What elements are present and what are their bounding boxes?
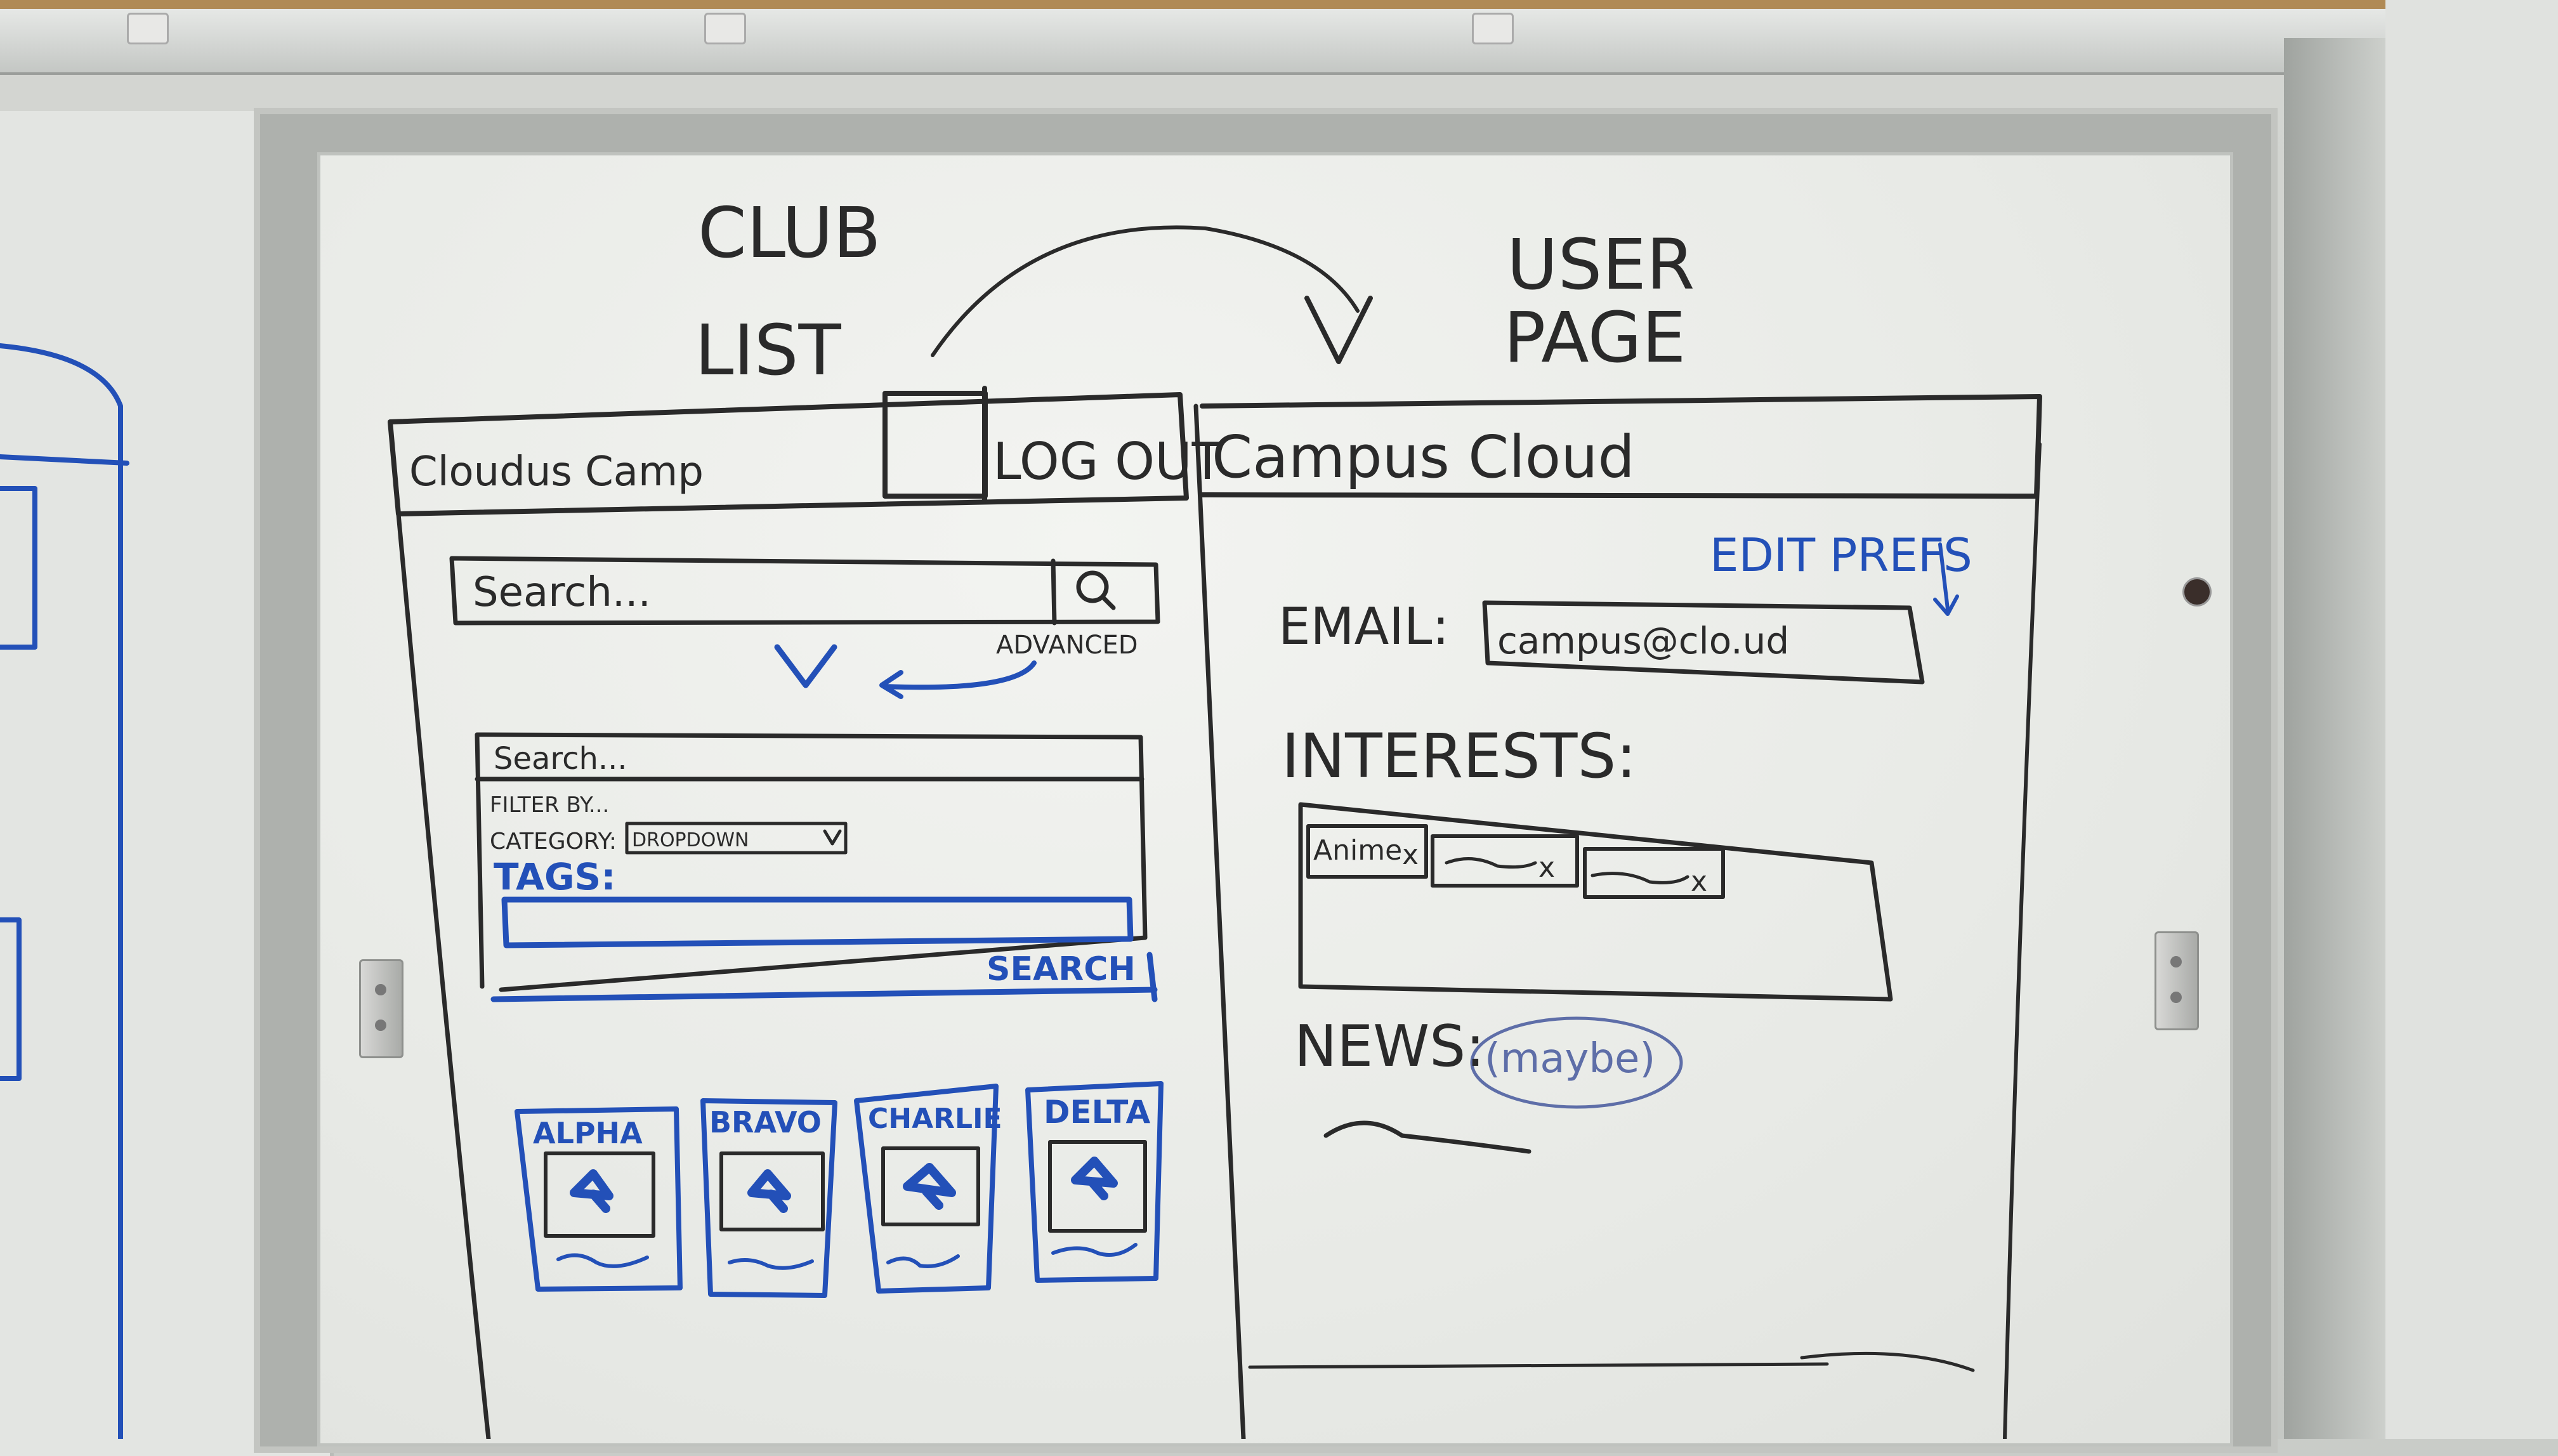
header-square-placeholder <box>882 391 988 499</box>
user-page-heading-line2: PAGE <box>1504 297 1686 378</box>
interest-chip[interactable] <box>1306 824 1428 879</box>
user-page-right-edge <box>2003 442 2042 1439</box>
chevron-down-icon <box>823 829 842 846</box>
club-card[interactable] <box>700 1098 837 1298</box>
advanced-panel-outline <box>475 732 1148 992</box>
category-dropdown[interactable] <box>625 822 848 855</box>
user-page-heading-line1: USER <box>1507 224 1695 305</box>
screen-divider <box>1193 403 1246 1439</box>
club-list-header-bar <box>388 392 1189 516</box>
adjacent-board-line <box>0 917 22 1081</box>
club-card-title: DELTA <box>1044 1094 1150 1131</box>
corkboard-strip <box>0 0 2385 9</box>
interest-chip-label: Anime <box>1313 834 1402 867</box>
club-card[interactable] <box>854 1084 999 1294</box>
search-box-outline <box>449 556 1160 626</box>
club-card-title: ALPHA <box>533 1116 643 1150</box>
user-page-app-title: Campus Cloud <box>1212 423 1635 491</box>
search-input[interactable]: Search... <box>473 569 651 616</box>
adjacent-board-line <box>0 486 37 650</box>
club-list-heading-line1: CLUB <box>698 192 881 273</box>
tags-input[interactable] <box>501 896 1134 948</box>
email-field-outline <box>1482 600 1925 685</box>
search-icon[interactable] <box>1076 570 1109 603</box>
club-list-heading-line2: LIST <box>695 310 842 391</box>
wall-right <box>2385 0 2558 1439</box>
flow-arrow-head <box>1304 296 1373 364</box>
arrow-down-icon <box>1933 594 1959 616</box>
filter-by-label: FILTER BY... <box>490 792 609 818</box>
email-label: EMAIL: <box>1278 597 1449 656</box>
club-card[interactable] <box>515 1106 683 1292</box>
tags-label: TAGS: <box>494 855 616 898</box>
rail-clip <box>704 13 746 44</box>
interest-chip[interactable] <box>1583 847 1725 899</box>
top-rail <box>0 9 2385 75</box>
maybe-ellipse <box>1470 1016 1683 1109</box>
whiteboard-side-frame <box>2284 38 2385 1439</box>
rail-clip <box>127 13 169 44</box>
interests-label: INTERESTS: <box>1282 721 1637 792</box>
interests-box <box>1298 802 1893 1002</box>
adjacent-board-line <box>0 454 129 466</box>
club-card-title: CHARLIE <box>868 1103 1002 1135</box>
email-field[interactable]: campus@clo.ud <box>1497 619 1789 662</box>
expand-chevron-icon[interactable] <box>774 644 837 688</box>
club-card-title: BRAVO <box>709 1105 822 1139</box>
category-label: CATEGORY: <box>490 829 617 855</box>
logout-button[interactable]: LOG OUT <box>993 432 1224 491</box>
remove-chip-icon[interactable]: x <box>1538 851 1555 884</box>
door-knob <box>2182 577 2212 607</box>
advanced-search-placeholder: Search... <box>494 741 627 777</box>
left-hinge <box>359 959 403 1058</box>
advanced-arrow <box>882 660 1037 690</box>
advanced-link[interactable]: ADVANCED <box>996 631 1138 660</box>
news-placeholder-squiggle <box>1323 1120 1532 1154</box>
interest-chip[interactable] <box>1431 834 1579 888</box>
rail-clip <box>1472 13 1514 44</box>
club-list-left-edge <box>396 511 491 1439</box>
page-bottom-line <box>1248 1362 1829 1369</box>
search-button[interactable]: SEARCH <box>987 950 1136 988</box>
remove-chip-icon[interactable]: x <box>1402 839 1419 871</box>
news-label: NEWS: <box>1294 1013 1485 1080</box>
club-card[interactable] <box>1025 1081 1164 1283</box>
whiteboard <box>317 152 2233 1446</box>
category-dropdown-value: DROPDOWN <box>632 829 749 851</box>
remove-chip-icon[interactable]: x <box>1691 865 1707 898</box>
edit-prefs-link[interactable]: EDIT PREFS <box>1710 528 1972 582</box>
club-list-app-title: Cloudus Camp <box>409 449 704 495</box>
right-hinge <box>2155 931 2199 1030</box>
news-maybe-note: (maybe) <box>1485 1035 1655 1082</box>
adjacent-board-line <box>0 343 123 1439</box>
flow-arc <box>931 225 1360 357</box>
